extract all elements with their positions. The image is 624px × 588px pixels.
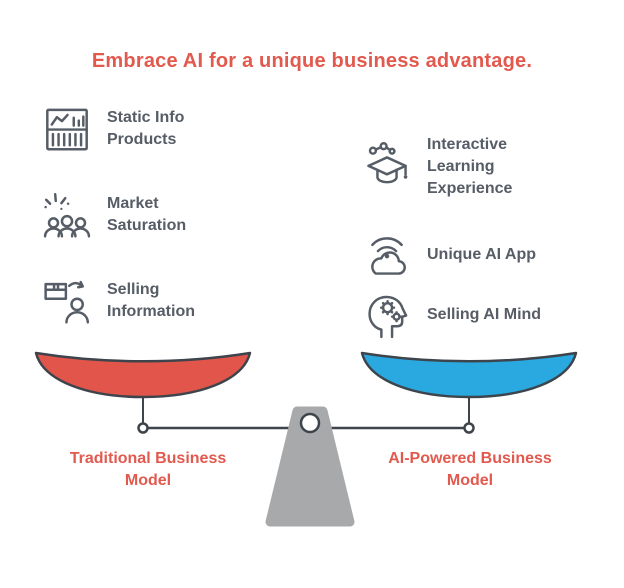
item-label: Interactive Learning Experience (427, 136, 513, 198)
bookshelf-chart-icon (40, 102, 94, 156)
list-item-static-info-products: Static Info Products (40, 102, 184, 156)
wifi-cloud-icon (360, 228, 414, 282)
right-pan (360, 351, 578, 399)
head-gears-icon (360, 288, 414, 342)
list-item-interactive-learning: Interactive Learning Experience (360, 134, 512, 200)
item-label: Static Info Products (107, 108, 185, 148)
left-beam-joint (137, 422, 149, 434)
package-person-icon (40, 274, 94, 328)
fulcrum (265, 406, 355, 527)
item-label: Selling Information (107, 280, 195, 320)
list-item-unique-ai-app: Unique AI App (360, 228, 536, 282)
page-title: Embrace AI for a unique business advanta… (91, 50, 533, 72)
right-pan-label: AI-Powered Business Model (388, 450, 552, 490)
graduation-molecule-icon (360, 140, 414, 194)
list-item-selling-ai-mind: Selling AI Mind (360, 288, 541, 342)
crowd-sparks-icon (40, 188, 94, 242)
right-beam-joint (463, 422, 475, 434)
item-label: Market Saturation (107, 194, 187, 234)
left-pan (34, 351, 252, 399)
list-item-selling-information: Selling Information (40, 274, 195, 328)
left-pan-label: Traditional Business Model (69, 450, 227, 490)
balance-scale (34, 351, 578, 527)
item-label: Unique AI App (427, 245, 537, 263)
list-item-market-saturation: Market Saturation (40, 188, 186, 242)
item-label: Selling AI Mind (427, 305, 542, 323)
pivot-hole (299, 412, 321, 434)
